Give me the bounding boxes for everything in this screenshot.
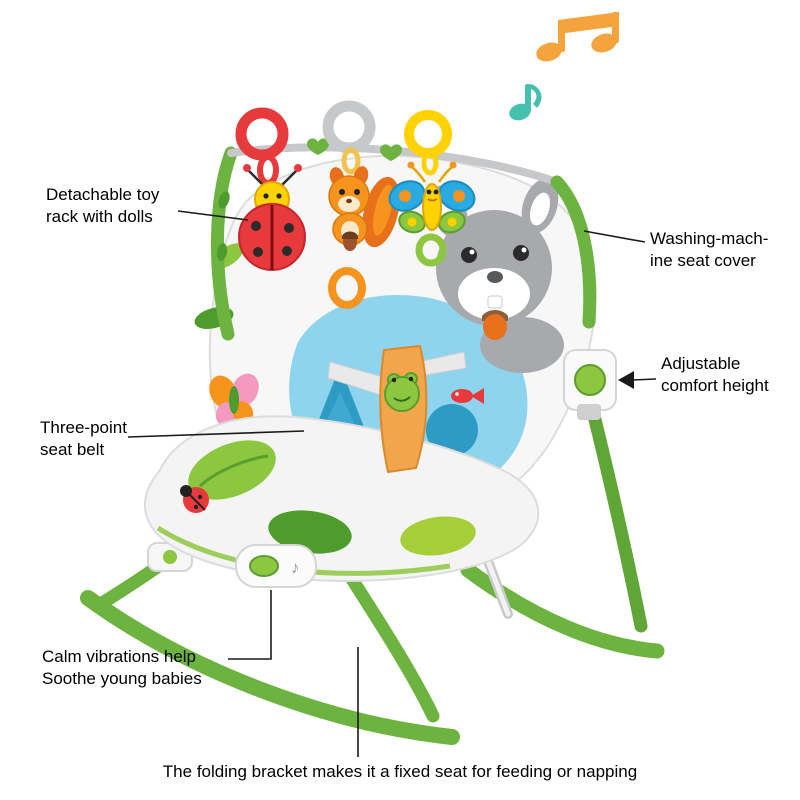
callout-lines [127, 210, 657, 757]
annotation-line: rack with dolls [46, 207, 153, 226]
heart-clip [307, 138, 329, 155]
eighth-note-icon [509, 84, 542, 121]
callout-line-seat-belt [127, 430, 305, 438]
leaf-print [188, 440, 276, 500]
toy-ladybug [235, 107, 306, 271]
annotation-seat-belt: Three-point seat belt [40, 417, 127, 461]
callout-line-vibration [228, 590, 272, 660]
annotation-toy-rack: Detachable toy rack with dolls [46, 184, 159, 228]
vibration-button [249, 555, 279, 577]
annotation-vibrations: Calm vibrations help Soothe young babies [42, 646, 202, 690]
vibration-unit: ♪ [235, 544, 317, 588]
front-right-leg [343, 569, 440, 723]
teether-ring [328, 267, 366, 309]
callout-line-seat-cover [583, 230, 646, 243]
left-rocker-rail [80, 590, 460, 745]
callout-arrowhead [618, 371, 634, 389]
annotation-line: Detachable toy [46, 185, 160, 204]
rear-leg [581, 385, 648, 633]
annotation-folding-bracket: The folding bracket makes it a fixed sea… [162, 762, 638, 781]
heart-clip [380, 144, 402, 161]
height-adjuster [563, 349, 617, 420]
right-rocker-rail [460, 562, 665, 659]
toy-butterfly [388, 110, 476, 267]
leaf-print [268, 510, 352, 554]
annotation-line: Three-point [40, 418, 127, 437]
fish-print [451, 388, 484, 404]
annotation-line: Soothe young babies [42, 669, 202, 688]
three-point-seat-belt [327, 344, 467, 474]
music-note-icon: ♪ [291, 558, 300, 577]
annotation-line: ine seat cover [650, 251, 756, 270]
double-eighth-note-icon [536, 12, 619, 62]
buckle [384, 372, 420, 412]
annotation-line: Calm vibrations help [42, 647, 197, 666]
annotation-line: Washing-mach- [650, 229, 769, 248]
teether-ring [415, 233, 447, 267]
annotation-line: seat belt [40, 440, 105, 459]
annotation-line: Adjustable [661, 354, 741, 373]
annotation-line: comfort height [661, 376, 769, 395]
leaf-print [400, 516, 476, 556]
ladybug-print [180, 485, 209, 513]
toy-squirrel [322, 100, 400, 309]
annotation-seat-cover: Washing-mach- ine seat cover [650, 228, 768, 272]
rocker-frame [80, 385, 665, 745]
callout-line-toy-rack [177, 210, 249, 221]
annotation-comfort-height: Adjustable comfort height [661, 353, 769, 397]
seat-pad [143, 415, 540, 582]
callout-line-comfort-height [631, 378, 657, 381]
